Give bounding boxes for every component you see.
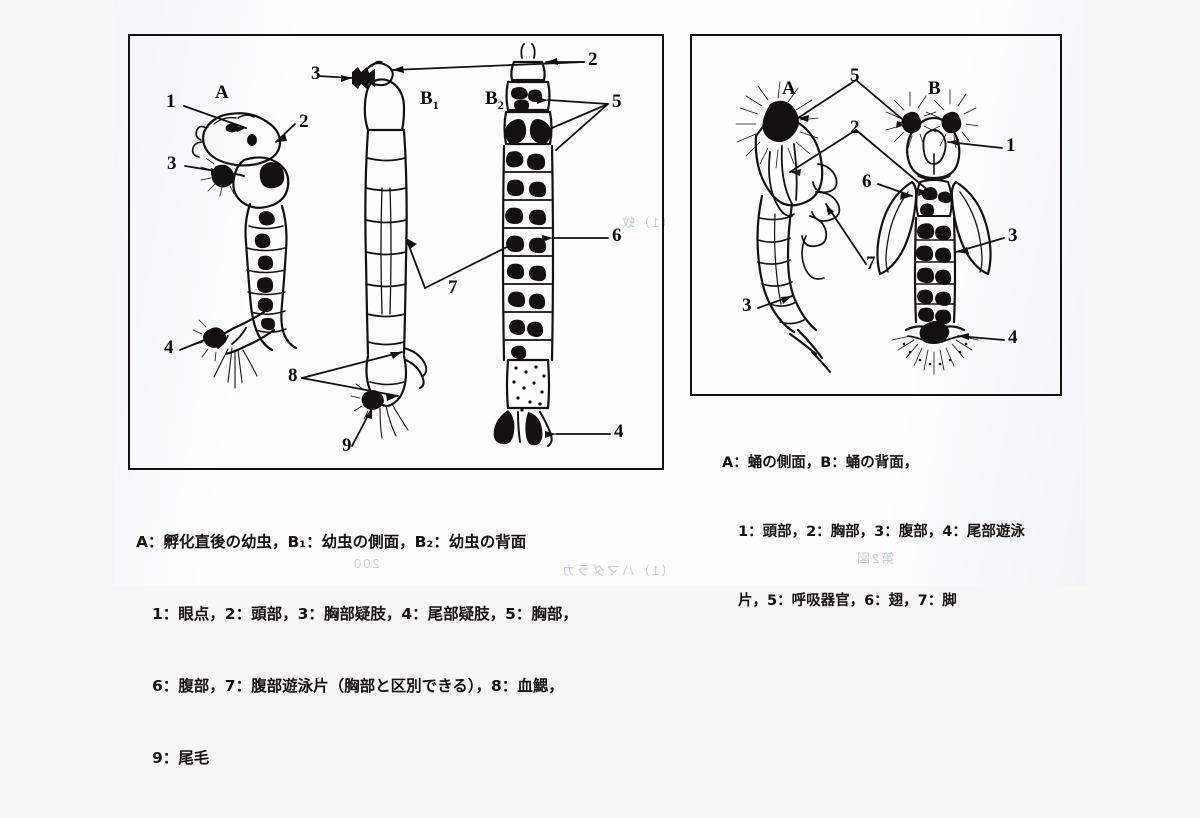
callout-larva-b1-3: 3 — [311, 63, 321, 84]
callout-pupa-3-lateral: 3 — [742, 295, 752, 316]
larva-caption-line-4: 9：尾毛 — [152, 749, 210, 767]
pupa-a-drawing — [735, 81, 841, 373]
larva-panel-frame — [128, 34, 664, 470]
larva-a-leaders — [179, 105, 296, 351]
pupa-caption-line-3: 片，5：呼吸器官，6：翅，7：脚 — [738, 593, 957, 609]
callout-pupa-2: 2 — [850, 117, 860, 138]
larva-a-drawing — [191, 112, 298, 389]
larva-b2-drawing — [493, 43, 555, 447]
callout-pupa-7: 7 — [866, 253, 876, 274]
larva-b1-drawing — [350, 60, 428, 439]
larva-caption-line-3: 6：腹部，7：腹部遊泳片（胸部と区別できる），8：血鰓， — [152, 677, 564, 695]
callout-larva-b-2: 2 — [588, 49, 598, 70]
larva-caption: A：孵化直後の幼虫，B₁：幼虫の側面，B₂：幼虫の背面 1：眼点，2：頭部，3：… — [136, 482, 578, 818]
callout-pupa-5: 5 — [850, 65, 860, 86]
callout-larva-b2-4: 4 — [614, 421, 624, 442]
larva-b1-leaders — [301, 61, 585, 447]
figure-artwork — [179, 43, 1005, 447]
callout-larva-a-1: 1 — [166, 91, 176, 112]
part-label-b1-base: B — [420, 88, 433, 109]
larva-caption-line-1: A：孵化直後の幼虫，B₁：幼虫の側面，B₂：幼虫の背面 — [136, 533, 527, 551]
callout-larva-b1-9: 9 — [342, 435, 352, 456]
pupa-caption: A：蛹の側面，B：蛹の背面， 1：頭部，2：胸部，3：腹部，4：尾部遊泳 片，5… — [722, 406, 1025, 659]
part-label-b2-larva: B2 — [485, 88, 504, 113]
callout-larva-b2-6: 6 — [612, 225, 622, 246]
pupa-leaders — [757, 79, 1005, 341]
larva-caption-line-2: 1：眼点，2：頭部，3：胸部疑肢，4：尾部疑肢，5：胸部， — [152, 605, 578, 623]
part-label-b2-base: B — [485, 88, 498, 109]
callout-larva-b1-7: 7 — [448, 277, 458, 298]
callout-pupa-4: 4 — [1008, 327, 1018, 348]
callout-pupa-1: 1 — [1006, 135, 1016, 156]
part-label-b2-sub: 2 — [497, 97, 504, 112]
callout-pupa-6: 6 — [862, 171, 872, 192]
part-label-a-pupa: A — [782, 78, 796, 99]
part-label-b1-sub: 1 — [432, 97, 439, 112]
part-label-b-pupa: B — [928, 78, 941, 99]
pupa-caption-line-2: 1：頭部，2：胸部，3：腹部，4：尾部遊泳 — [738, 524, 1025, 540]
callout-larva-a-3: 3 — [167, 153, 177, 174]
part-label-b1-larva: B1 — [420, 88, 439, 113]
part-label-a-larva: A — [215, 82, 229, 103]
larva-b2-leaders — [537, 58, 611, 438]
pupa-b-drawing — [876, 89, 992, 375]
callout-larva-b1-8: 8 — [288, 365, 298, 386]
callout-larva-b2-5: 5 — [612, 91, 622, 112]
pupa-caption-line-1: A：蛹の側面，B：蛹の背面， — [722, 455, 919, 471]
callout-larva-a-2: 2 — [299, 111, 309, 132]
figure-root: （1）蚊 200 （1）ハマダラカ 第2図 — [114, 0, 1086, 767]
callout-pupa-3-dorsal: 3 — [1008, 225, 1018, 246]
pupa-panel-frame — [690, 34, 1062, 396]
callout-larva-a-4: 4 — [164, 337, 174, 358]
